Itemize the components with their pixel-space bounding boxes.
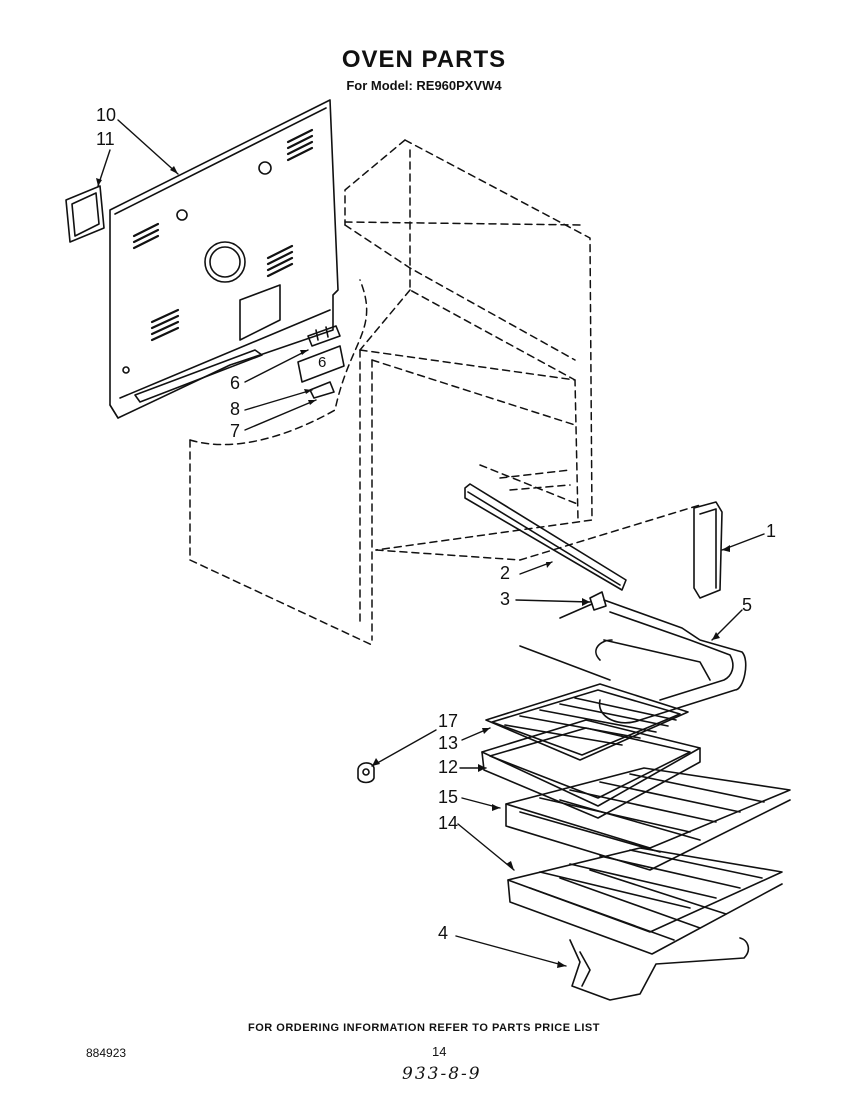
oven-rack-lower-part — [507, 847, 783, 955]
document-number: 884923 — [86, 1046, 127, 1060]
callout-17: 17 — [438, 711, 459, 731]
callout-12: 12 — [438, 757, 459, 777]
callout-6-bracket: 6 — [318, 354, 327, 371]
model-subtitle: For Model: RE960PXVW4 — [346, 78, 502, 93]
callout-10: 10 — [96, 105, 117, 125]
gasket-cover-part — [65, 185, 105, 243]
ordering-info-note: FOR ORDERING INFORMATION REFER TO PARTS … — [248, 1022, 600, 1034]
callout-14: 14 — [438, 813, 459, 833]
callout-6: 6 — [230, 373, 241, 393]
rail-bracket-part — [464, 483, 627, 591]
back-panel — [109, 99, 339, 419]
callout-3: 3 — [500, 589, 511, 609]
bake-element-part — [569, 937, 750, 1001]
broiler-pan-part — [481, 719, 701, 819]
anti-tip-part — [559, 591, 607, 619]
broiler-grid-part — [485, 683, 689, 761]
callout-8: 8 — [230, 399, 241, 419]
callout-1: 1 — [766, 521, 777, 541]
clip-part — [309, 381, 335, 399]
callout-4: 4 — [438, 923, 449, 943]
bracket-part — [297, 345, 345, 383]
page-number: 14 — [432, 1044, 447, 1059]
callout-2: 2 — [500, 563, 511, 583]
rack-stop-part — [357, 762, 375, 784]
callout-13: 13 — [438, 733, 459, 753]
heating-element-part — [519, 599, 747, 724]
oven-cavity-outline — [189, 139, 701, 646]
callout-7: 7 — [230, 421, 241, 441]
callout-5: 5 — [742, 595, 753, 615]
callout-11: 11 — [96, 129, 115, 149]
oven-rack-upper-part — [505, 767, 791, 871]
page-title: OVEN PARTS — [341, 46, 507, 73]
handwritten-code: 933-8-9 — [402, 1064, 482, 1084]
callout-15: 15 — [438, 787, 459, 807]
side-trim-part — [693, 501, 723, 599]
leader-arrowheads — [96, 166, 730, 968]
terminal-block-part — [307, 325, 341, 347]
